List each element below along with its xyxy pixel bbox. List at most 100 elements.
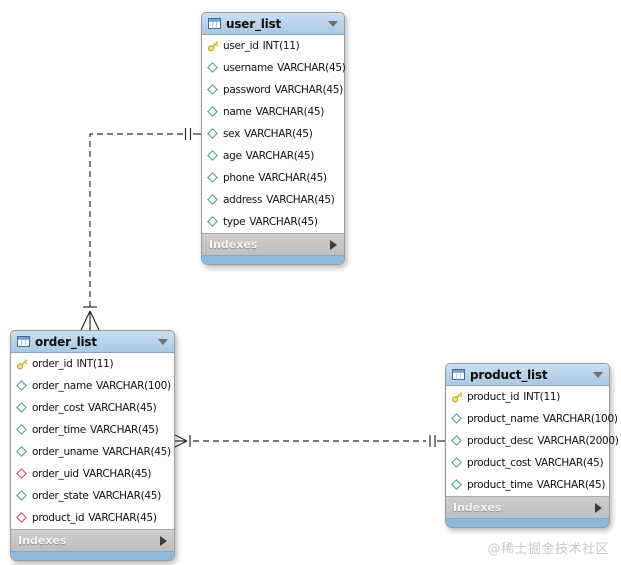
column-type: INT(11) [262,40,300,52]
table-column-row[interactable]: username VARCHAR(45) [202,57,346,79]
column-type: VARCHAR(45) [82,468,152,480]
column-name: age [223,150,242,162]
foreign-key-diamond-icon [16,512,27,523]
table-column-row[interactable]: order_uname VARCHAR(45) [11,441,174,463]
column-name: name [223,106,252,118]
table-column-row[interactable]: name VARCHAR(45) [202,101,344,123]
column-diamond-icon [207,128,218,139]
column-type: VARCHAR(45) [244,128,313,140]
table-title: product_list [470,367,548,382]
collapse-arrow-icon[interactable] [158,338,168,345]
column-type: VARCHAR(45) [245,150,315,162]
column-type: VARCHAR(45) [258,172,327,184]
table-column-row[interactable]: order_id INT(11) [11,353,174,375]
table-icon [17,336,30,347]
table-card-user-list[interactable]: user_list [201,12,346,265]
column-diamond-icon [207,194,218,205]
column-name: product_name [467,413,539,425]
expand-arrow-icon[interactable] [160,535,167,546]
indexes-label: Indexes [453,501,502,514]
table-columns-list: user_id INT(11) [202,35,346,233]
table-columns-list: order_id INT(11) [11,353,174,529]
column-name: product_id [467,391,520,403]
column-name: password [223,84,271,96]
collapse-arrow-icon[interactable] [593,371,603,378]
table-footer [11,551,174,560]
column-name: order_name [32,380,93,392]
table-column-row[interactable]: product_time VARCHAR(45) [446,474,609,496]
column-type: VARCHAR(2000) [537,435,619,447]
column-diamond-icon [207,216,218,227]
column-name: username [223,62,274,74]
expand-arrow-icon[interactable] [595,502,602,513]
indexes-section[interactable]: Indexes [446,496,609,518]
table-column-row[interactable]: address VARCHAR(45) [202,189,344,211]
table-column-row[interactable]: password VARCHAR(45) [202,79,344,101]
indexes-label: Indexes [209,238,258,251]
column-type: VARCHAR(45) [277,62,346,74]
column-diamond-icon [16,402,27,413]
column-diamond-icon [207,150,218,161]
column-name: phone [223,172,255,184]
column-diamond-icon [451,413,462,424]
indexes-section[interactable]: Indexes [202,233,344,255]
table-icon [452,369,465,380]
table-column-row[interactable]: type VARCHAR(45) [202,211,344,233]
column-type: VARCHAR(45) [88,402,157,414]
table-column-row[interactable]: user_id INT(11) [202,35,344,57]
table-footer [202,255,344,264]
table-column-row[interactable]: product_name VARCHAR(100) [446,408,618,430]
column-name: product_desc [467,435,534,447]
table-column-row[interactable]: sex VARCHAR(45) [202,123,344,145]
column-type: VARCHAR(45) [102,446,171,458]
table-header[interactable]: product_list [446,364,609,386]
indexes-section[interactable]: Indexes [11,529,174,551]
table-header[interactable]: user_list [202,13,344,35]
collapse-arrow-icon[interactable] [328,20,338,27]
primary-key-icon [17,359,28,370]
table-icon [208,18,221,29]
column-diamond-icon [207,106,218,117]
column-diamond-icon [451,479,462,490]
column-name: product_time [467,479,533,491]
relationship-product-order[interactable] [172,433,445,449]
column-diamond-icon [16,424,27,435]
table-column-row[interactable]: order_uid VARCHAR(45) [11,463,174,485]
table-column-row[interactable]: product_id INT(11) [446,386,609,408]
column-name: type [223,216,246,228]
table-column-row[interactable]: product_desc VARCHAR(2000) [446,430,619,452]
table-card-product-list[interactable]: product_list [445,363,619,528]
table-header[interactable]: order_list [11,331,174,353]
column-diamond-icon [451,435,462,446]
column-diamond-icon [451,457,462,468]
table-column-row[interactable]: order_time VARCHAR(45) [11,419,174,441]
table-column-row[interactable]: product_id VARCHAR(45) [11,507,174,529]
primary-key-icon [452,392,463,403]
column-type: VARCHAR(45) [534,457,604,469]
relationship-user-order[interactable] [80,128,201,331]
table-column-row[interactable]: age VARCHAR(45) [202,145,344,167]
column-diamond-icon [16,446,27,457]
column-type: VARCHAR(45) [274,84,343,96]
column-diamond-icon [16,490,27,501]
column-type: VARCHAR(45) [266,194,335,206]
column-name: order_time [32,424,86,436]
table-column-row[interactable]: product_cost VARCHAR(45) [446,452,609,474]
crowfoot-many-icon [80,310,100,331]
table-column-row[interactable]: order_state VARCHAR(45) [11,485,174,507]
column-name: order_state [32,490,89,502]
table-columns-list: product_id INT(11) [446,386,619,496]
table-footer [446,518,609,527]
table-card-order-list[interactable]: order_list [10,330,175,561]
table-column-row[interactable]: phone VARCHAR(45) [202,167,344,189]
column-name: order_cost [32,402,85,414]
column-type: VARCHAR(100) [96,380,171,392]
table-column-row[interactable]: order_cost VARCHAR(45) [11,397,174,419]
column-name: product_id [32,512,85,524]
column-name: order_uid [32,468,79,480]
table-column-row[interactable]: order_name VARCHAR(100) [11,375,174,397]
expand-arrow-icon[interactable] [330,239,337,250]
column-type: VARCHAR(100) [542,413,618,425]
